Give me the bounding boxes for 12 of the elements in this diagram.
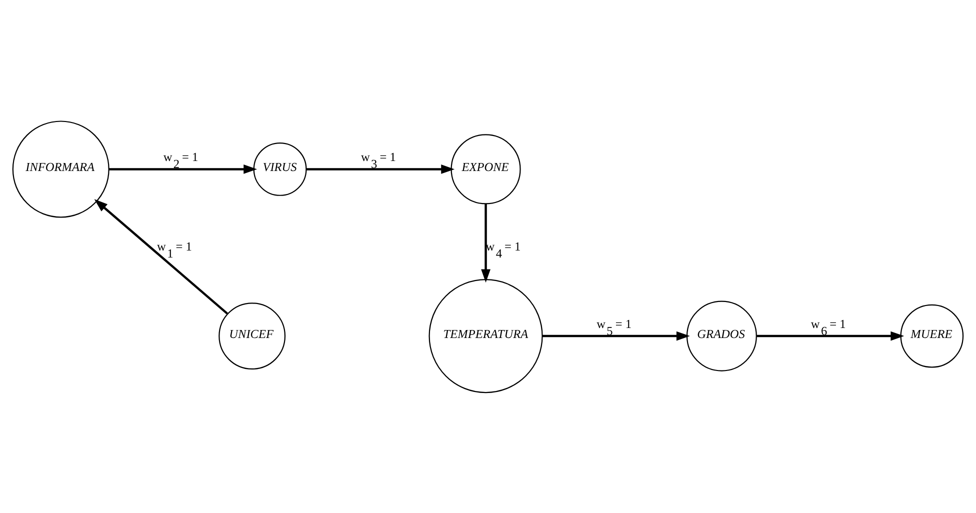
arrow xyxy=(108,164,258,174)
node-circle: TEMPERATURA xyxy=(428,278,543,393)
node-circle: GRADOS xyxy=(686,300,757,371)
arrow xyxy=(94,198,228,314)
arrow xyxy=(306,164,455,174)
node-circle: EXPONE xyxy=(450,134,521,204)
arrow xyxy=(481,203,490,282)
node-circle: VIRUS xyxy=(253,142,307,196)
node-circle: MUERE xyxy=(900,304,964,368)
node-circle: UNICEF xyxy=(218,302,286,370)
arrow xyxy=(542,330,690,340)
arrow xyxy=(756,330,904,340)
